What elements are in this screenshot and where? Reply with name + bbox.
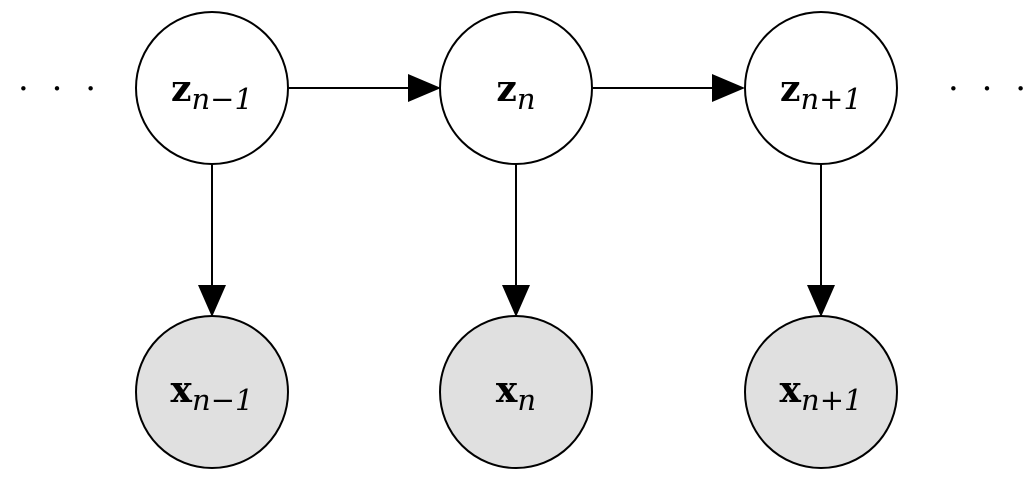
latent-node-z-n-minus-1: zn−1 [135, 11, 289, 165]
observed-node-x-n-plus-1: xn+1 [744, 315, 898, 469]
transition-edge-2 [593, 74, 745, 102]
emission-edge-2 [502, 164, 530, 317]
node-label: zn−1 [171, 68, 253, 116]
transition-edge-1 [289, 74, 441, 102]
arrowhead [198, 285, 226, 317]
node-label: xn [496, 369, 536, 417]
latent-node-z-n-plus-1: zn+1 [744, 11, 898, 165]
arrowhead [408, 74, 441, 102]
latent-node-z-n: zn [439, 11, 593, 165]
node-label: xn+1 [780, 369, 863, 417]
arrowhead [712, 74, 745, 102]
observed-node-x-n-minus-1: xn−1 [135, 315, 289, 469]
observed-node-x-n: xn [439, 315, 593, 469]
emission-edge-1 [198, 164, 226, 317]
node-label: zn+1 [780, 68, 862, 116]
emission-edge-3 [807, 164, 835, 317]
arrowhead [502, 285, 530, 317]
ellipsis-left: · · · [18, 69, 102, 109]
ellipsis-right: · · · [948, 69, 1030, 109]
node-label: zn [496, 68, 535, 116]
arrowhead [807, 285, 835, 317]
node-label: xn−1 [171, 369, 254, 417]
